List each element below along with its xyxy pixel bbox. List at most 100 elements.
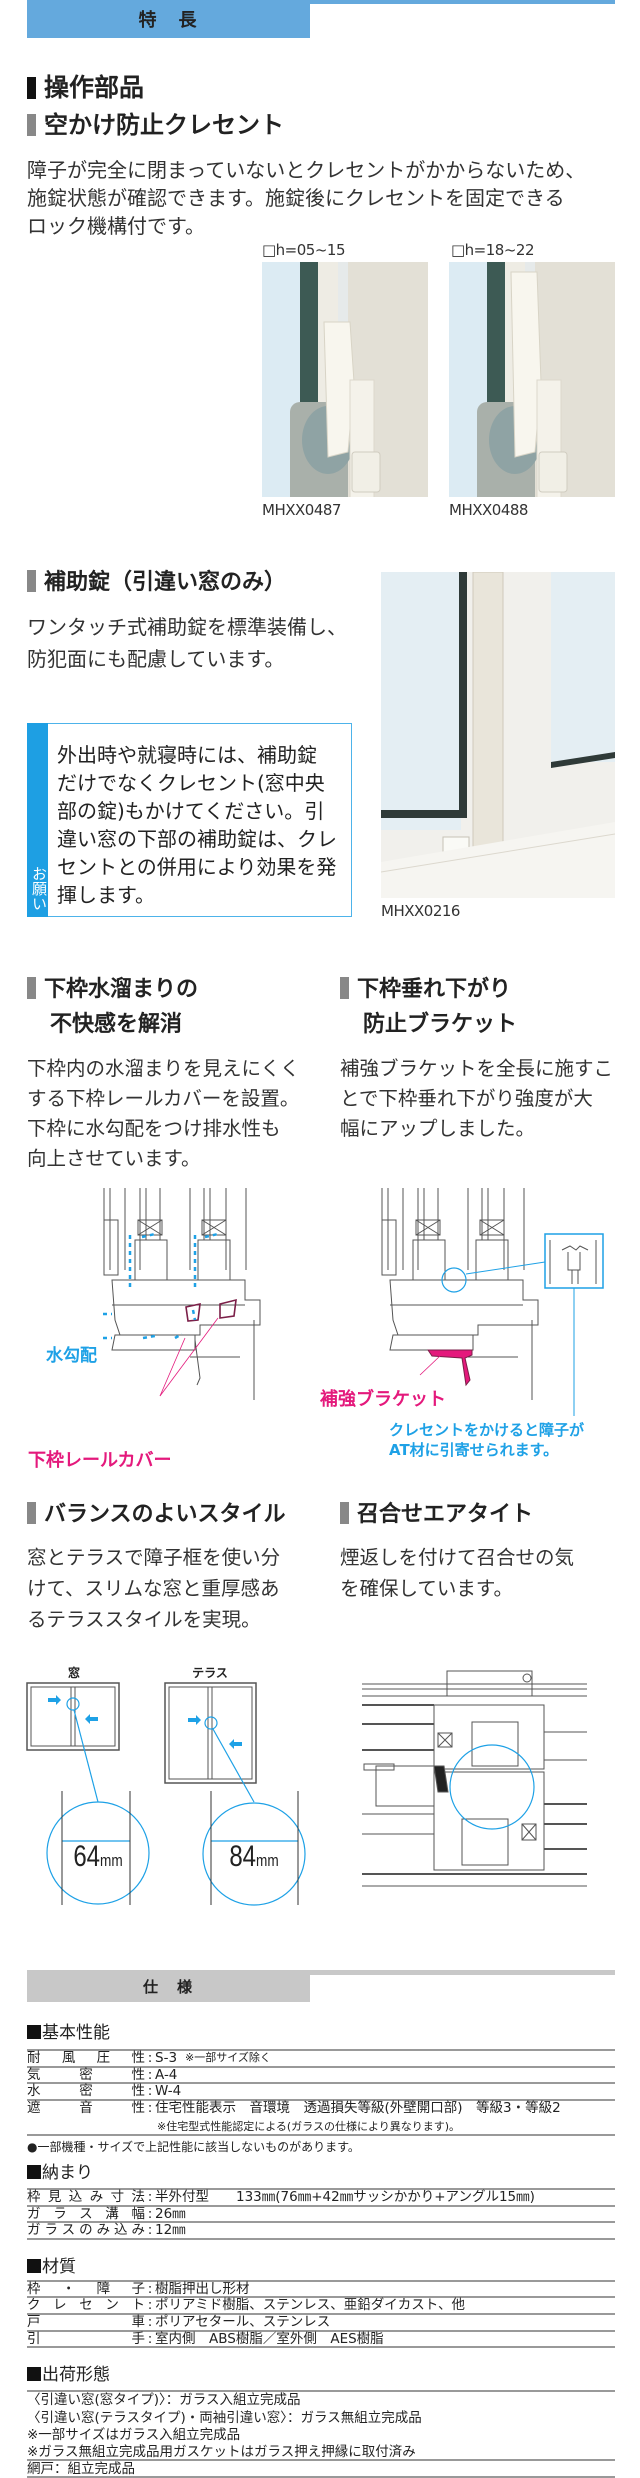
detail-inset-drawing	[549, 1240, 597, 1284]
spec-row: 枠見込み寸法:半外付型 133㎜(76㎜+42㎜サッシかかり+アングル15㎜)	[27, 2189, 535, 2205]
window-stile-dimension: 64mm	[58, 1840, 138, 1874]
window-comparison-diagram	[26, 1682, 306, 1906]
note-line: セントとの併用により効果を発	[57, 855, 337, 879]
spec-value: 12㎜	[155, 2222, 186, 2238]
spec-label: ガラスのみ込み	[27, 2222, 145, 2238]
spec-row: 枠・障子:樹脂押出し形材	[27, 2281, 250, 2297]
heading-marker-icon	[27, 114, 36, 136]
rule	[27, 2049, 615, 2051]
note-line: だけでなくクレセント(窓中央	[57, 771, 325, 795]
body-line: 下枠内の水溜まりを見えにくく	[27, 1057, 300, 1080]
subheading-aux-lock: 補助錠（引違い窓のみ）	[27, 568, 286, 598]
rule	[27, 2082, 615, 2084]
size-label: □h=18~22	[451, 241, 535, 259]
body-line: する下枠レールカバーを設置。	[27, 1087, 300, 1110]
water-slope-label: 水勾配	[46, 1346, 97, 1366]
detail-circle	[441, 1267, 467, 1293]
spec-value: A-4	[155, 2067, 178, 2083]
spec-value: 26㎜	[155, 2206, 186, 2222]
spec-label: 水密性	[27, 2083, 145, 2099]
heading-text: 下枠垂れ下がり	[357, 977, 512, 1002]
spec-label: 戸車	[27, 2314, 145, 2330]
rule	[27, 2188, 615, 2190]
rail-cover-leaders	[159, 1317, 219, 1397]
meeting-rail-section-diagram	[362, 1670, 587, 1887]
stile-width-lines	[61, 1791, 299, 1905]
caution-note-text: 外出時や就寝時には、補助錠 だけでなくクレセント(窓中央 部の錠)もかけてくださ…	[57, 741, 337, 909]
spec-row: 水密性:W-4	[27, 2083, 182, 2099]
heading-text: 下枠水溜まりの	[44, 977, 199, 1002]
callout-line: AT材に引寄せられます。	[389, 1441, 559, 1459]
body-line: 下枠に水勾配をつけ排水性も	[27, 1117, 281, 1140]
detail-leader	[465, 1261, 546, 1275]
airtight-body: 煙返しを付けて召合せの気 を確保しています。	[340, 1542, 574, 1604]
rule	[27, 2330, 615, 2332]
detail-inset	[544, 1233, 604, 1289]
rule	[27, 2390, 615, 2392]
spec-label: 枠見込み寸法	[27, 2189, 145, 2205]
crescent-body: 障子が完全に閉まっていないとクレセントがかからないため、 施錠状態が確認できます…	[27, 156, 585, 240]
section-heading-operation-parts: 操作部品	[27, 73, 144, 103]
subheading-balance-style: バランスのよいスタイル	[27, 1500, 286, 1530]
heading-text: バランスのよいスタイル	[44, 1502, 286, 1527]
heading-marker-icon	[27, 1502, 36, 1524]
dimension-unit: mm	[100, 1851, 123, 1870]
spec-value: ポリアミド樹脂、ステンレス、亜鉛ダイカスト、他	[155, 2297, 465, 2313]
terrace-label: テラス	[192, 1666, 228, 1680]
body-line: 施錠状態が確認できます。施錠後にクレセントを固定できる	[27, 186, 565, 210]
body-line: 幅にアップしました。	[340, 1117, 536, 1140]
heading-marker-icon	[27, 77, 36, 99]
rule	[27, 2459, 615, 2461]
frame-section-drawing	[103, 1188, 261, 1400]
rule	[27, 2313, 615, 2315]
crescent-image	[262, 262, 428, 497]
spec-row: ガラスのみ込み:12㎜	[27, 2222, 186, 2238]
spec-value: 住宅性能表示 音環境 透過損失等級(外壁開口部) 等級3・等級2	[155, 2100, 561, 2116]
heading-text: 空かけ防止クレセント	[44, 111, 284, 139]
spec-value: ポリアセタール、ステンレス	[155, 2314, 331, 2330]
header-rule	[27, 0, 615, 4]
bracket-label: 補強ブラケット	[320, 1389, 446, 1410]
window-label: 窓	[67, 1666, 80, 1680]
rule	[27, 2066, 615, 2068]
callout-line: クレセントをかけると障子が	[389, 1421, 585, 1439]
heading-marker-icon	[27, 570, 36, 592]
heading-text: 召合せエアタイト	[357, 1502, 534, 1527]
body-line: ロック機構付です。	[27, 214, 205, 238]
shipping-line: 〈引違い窓(窓タイプ)〉：ガラス入組立完成品	[27, 2392, 301, 2408]
subheading-crescent: 空かけ防止クレセント	[27, 110, 284, 140]
shipping-line: 網戸：組立完成品	[27, 2461, 135, 2477]
rule	[27, 2296, 615, 2298]
square-bullet-icon	[27, 2025, 41, 2039]
rail-cover-marks	[185, 1298, 237, 1322]
spec-label: 気密性	[27, 2067, 145, 2083]
water-flow-arrows	[103, 1232, 219, 1340]
spec-row: 耐風圧性:S-3※一部サイズ除く	[27, 2050, 271, 2066]
aux-lock-photo	[381, 572, 615, 898]
square-bullet-icon	[27, 2367, 41, 2381]
spec-label: 耐風圧性	[27, 2050, 145, 2066]
spec-subnote: ※住宅型式性能認定による(ガラスの仕様により異なります)。	[157, 2120, 461, 2133]
body-line: るテラススタイルを実現。	[27, 1608, 261, 1631]
spec-header-rule	[27, 1970, 615, 1975]
spec-row: ガラス溝幅:26㎜	[27, 2206, 186, 2222]
spec-label: 引手	[27, 2331, 145, 2347]
spec-label: 遮音性	[27, 2100, 145, 2116]
shipping-line: ※一部サイズはガラス入組立完成品	[27, 2427, 241, 2443]
heading-text: 操作部品	[44, 73, 145, 102]
body-line: けて、スリムな窓と重厚感あ	[27, 1577, 280, 1600]
spec-value: W-4	[155, 2083, 182, 2099]
body-line: 防犯面にも配慮しています。	[27, 647, 285, 671]
rule	[27, 2134, 615, 2136]
shipping-line: 〈引違い窓(テラスタイプ)・両袖引違い窓〉：ガラス無組立完成品	[27, 2410, 422, 2426]
square-bullet-icon	[27, 2165, 41, 2179]
aux-lock-body: ワンタッチ式補助錠を標準装備し、 防犯面にも配慮しています。	[27, 611, 347, 675]
body-line: を確保しています。	[340, 1577, 513, 1600]
spec-heading-basic: 基本性能	[27, 2023, 110, 2043]
rail-cover-label: 下枠レールカバー	[28, 1450, 172, 1471]
heading-text: 不快感を解消	[50, 1012, 183, 1037]
rule	[27, 2205, 615, 2207]
body-line: 補強ブラケットを全長に施すこ	[340, 1057, 614, 1080]
spec-header-title: 仕 様	[142, 1978, 194, 1996]
spec-heading-material: 材質	[27, 2257, 76, 2277]
